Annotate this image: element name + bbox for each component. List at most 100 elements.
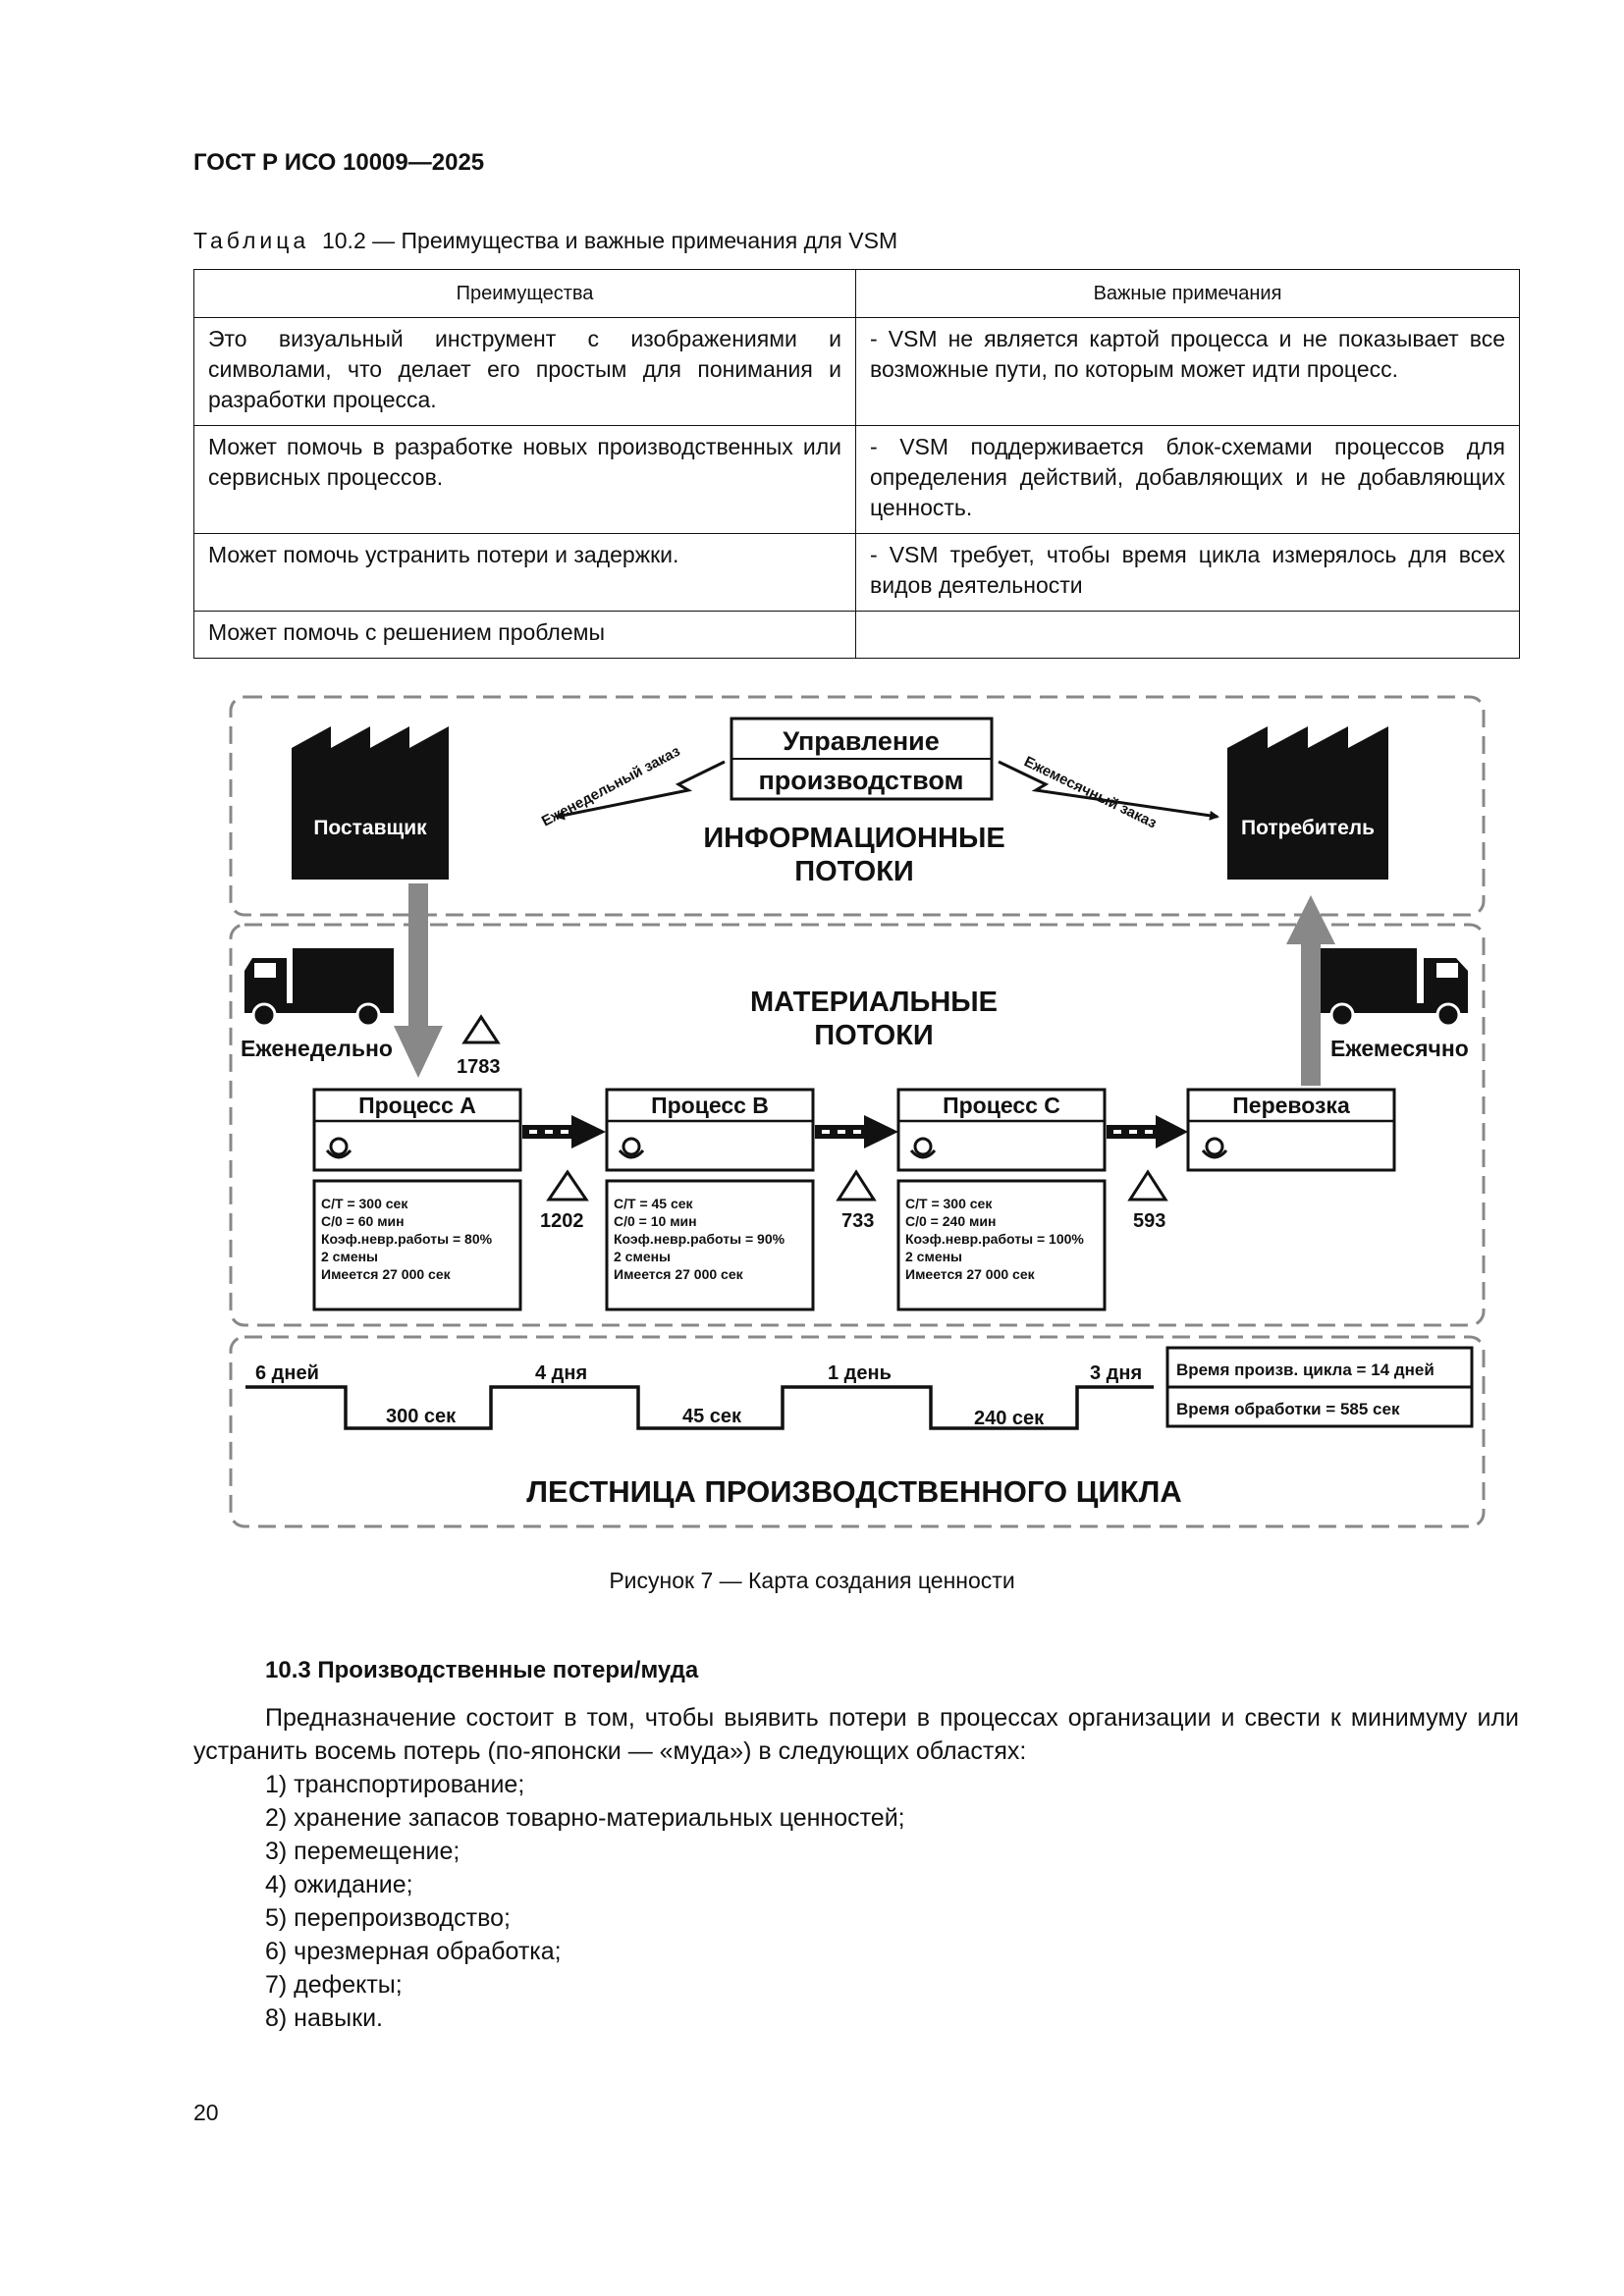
process-c-data-line: Имеется 27 000 сек — [905, 1266, 1036, 1282]
wait-time-label: 4 дня — [535, 1362, 587, 1384]
inventory-733: 733 — [841, 1210, 874, 1232]
wait-time-label: 3 дня — [1090, 1362, 1142, 1384]
shipment-down-arrow-icon — [394, 883, 443, 1078]
inventory-triangle-icon — [546, 1169, 589, 1201]
process-time-label: 240 сек — [974, 1408, 1045, 1429]
table-cell: - VSM поддерживается блок-схемами процес… — [855, 425, 1520, 534]
push-arrow-icon — [522, 1115, 606, 1148]
inventory-triangle-icon — [836, 1169, 877, 1201]
table-cell: - VSM не является картой процесса и не п… — [855, 317, 1520, 426]
inventory-1783: 1783 — [457, 1056, 501, 1078]
page-number: 20 — [193, 2100, 219, 2125]
process-c-data-line: Коэф.невр.работы = 100% — [905, 1231, 1084, 1247]
ladder-title: ЛЕСТНИЦА ПРОИЗВОДСТВЕННОГО ЦИКЛА — [526, 1474, 1181, 1509]
process-c-data-box — [896, 1179, 1107, 1311]
process-c-title: Процесс С — [943, 1093, 1060, 1118]
transport-title: Перевозка — [1232, 1093, 1350, 1118]
process-time-label: 45 сек — [682, 1406, 742, 1427]
operator-icon — [618, 1137, 645, 1159]
process-a-data-line: Имеется 27 000 сек — [321, 1266, 452, 1282]
lead-time-ladder-frame — [229, 1335, 1486, 1528]
process-c-data-line: 2 смены — [905, 1249, 962, 1264]
processing-time-total: Время обработки = 585 сек — [1176, 1400, 1400, 1418]
push-arrow-icon — [815, 1115, 898, 1148]
customer-label: Потребитель — [1241, 817, 1375, 839]
section-heading: 10.3 Производственные потери/муда — [265, 1657, 699, 1683]
supplier-label: Поставщик — [313, 817, 427, 839]
table-caption-text: 10.2 — Преимущества и важные примечания … — [321, 228, 898, 253]
production-control-label: производством — [758, 766, 963, 795]
inventory-triangle-icon — [1127, 1169, 1168, 1201]
operator-icon — [1201, 1137, 1228, 1159]
table-row: Может помочь устранить потери и задержки… — [193, 533, 1520, 612]
inventory-593: 593 — [1133, 1210, 1165, 1232]
shipment-up-arrow-icon — [1286, 895, 1335, 1086]
column-header: Преимущества — [193, 269, 856, 318]
running-head: ГОСТ Р ИСО 10009—2025 — [193, 149, 485, 176]
weekly-shipment-label: Еженедельно — [241, 1036, 393, 1061]
process-c-data-line: С/0 = 240 мин — [905, 1213, 996, 1229]
process-b-box — [605, 1088, 815, 1172]
weekly-order-label: Еженедельный заказ — [539, 743, 683, 830]
inventory-triangle-icon — [461, 1014, 501, 1044]
process-a-data-line: С/0 = 60 мин — [321, 1213, 405, 1229]
transport-box — [1186, 1088, 1396, 1172]
list-item: 1) транспортирование; — [265, 1771, 525, 1798]
material-flows-title: МАТЕРИАЛЬНЫЕ — [750, 987, 998, 1018]
process-b-data-line: Коэф.невр.работы = 90% — [614, 1231, 785, 1247]
table-row: Может помочь в разработке новых производ… — [193, 425, 1520, 534]
table-caption-label: Таблица — [193, 228, 310, 253]
figure-caption: Рисунок 7 — Карта создания ценности — [609, 1568, 1015, 1593]
list-item: 2) хранение запасов товарно-материальных… — [265, 1804, 905, 1832]
wait-time-label: 1 день — [828, 1362, 892, 1384]
information-flows-title: ИНФОРМАЦИОННЫЕ — [703, 823, 1004, 854]
process-b-data-line: С/Т = 45 сек — [614, 1196, 694, 1211]
process-b-data-line: Имеется 27 000 сек — [614, 1266, 744, 1282]
supplier-factory-icon — [292, 726, 449, 880]
information-flows-title: ПОТОКИ — [794, 856, 914, 887]
table-caption: Таблица 10.2 — Преимущества и важные при… — [193, 228, 897, 254]
process-a-data-line: Коэф.невр.работы = 80% — [321, 1231, 493, 1247]
table-cell: Это визуальный инструмент с изображениям… — [193, 317, 856, 426]
list-item: 8) навыки. — [265, 2004, 383, 2032]
process-a-data-line: С/Т = 300 сек — [321, 1196, 408, 1211]
table-cell — [855, 611, 1520, 659]
production-control-label: Управление — [783, 726, 940, 756]
inventory-1202: 1202 — [540, 1210, 584, 1232]
process-a-data-box — [312, 1179, 522, 1311]
process-b-data-line: 2 смены — [614, 1249, 671, 1264]
weekly-order-arrow-icon — [555, 760, 726, 821]
table-cell: Может помочь устранить потери и задержки… — [193, 533, 856, 612]
process-c-data-line: С/Т = 300 сек — [905, 1196, 993, 1211]
table-row: Это визуальный инструмент с изображениям… — [193, 317, 1520, 426]
process-a-data-line: 2 смены — [321, 1249, 378, 1264]
table-cell: Может помочь с решением проблемы — [193, 611, 856, 659]
material-flow-frame — [229, 923, 1486, 1327]
table-header-row: Преимущества Важные примечания — [193, 269, 1520, 318]
list-item: 3) перемещение; — [265, 1838, 460, 1865]
material-flows-title: ПОТОКИ — [814, 1020, 934, 1051]
value-stream-map-figure: Управление производством Поставщик Потре… — [229, 695, 1486, 1528]
operator-icon — [909, 1137, 937, 1159]
list-item: 7) дефекты; — [265, 1971, 403, 1999]
section-paragraph: Предназначение состоит в том, чтобы выяв… — [193, 1701, 1519, 1768]
wait-time-label: 6 дней — [255, 1362, 319, 1384]
column-header: Важные примечания — [855, 269, 1520, 318]
monthly-shipment-label: Ежемесячно — [1330, 1036, 1469, 1061]
list-item: 4) ожидание; — [265, 1871, 413, 1898]
lead-time-total: Время произв. цикла = 14 дней — [1176, 1361, 1435, 1379]
vsm-table: Преимущества Важные примечания Это визуа… — [193, 269, 1520, 659]
process-b-data-box — [605, 1179, 815, 1311]
customer-factory-icon — [1227, 726, 1388, 880]
process-c-box — [896, 1088, 1107, 1172]
list-item: 6) чрезмерная обработка; — [265, 1938, 562, 1965]
process-b-title: Процесс В — [651, 1093, 769, 1118]
table-cell: Может помочь в разработке новых производ… — [193, 425, 856, 534]
section-paragraph-text: Предназначение состоит в том, чтобы выяв… — [193, 1704, 1519, 1765]
monthly-order-arrow-icon — [998, 760, 1219, 821]
list-item: 5) перепроизводство; — [265, 1904, 511, 1932]
process-a-box — [312, 1088, 522, 1172]
muda-list: 1) транспортирование; 2) хранение запасо… — [265, 1768, 905, 2035]
customer-truck-icon — [1321, 948, 1468, 1028]
process-b-data-line: С/0 = 10 мин — [614, 1213, 697, 1229]
